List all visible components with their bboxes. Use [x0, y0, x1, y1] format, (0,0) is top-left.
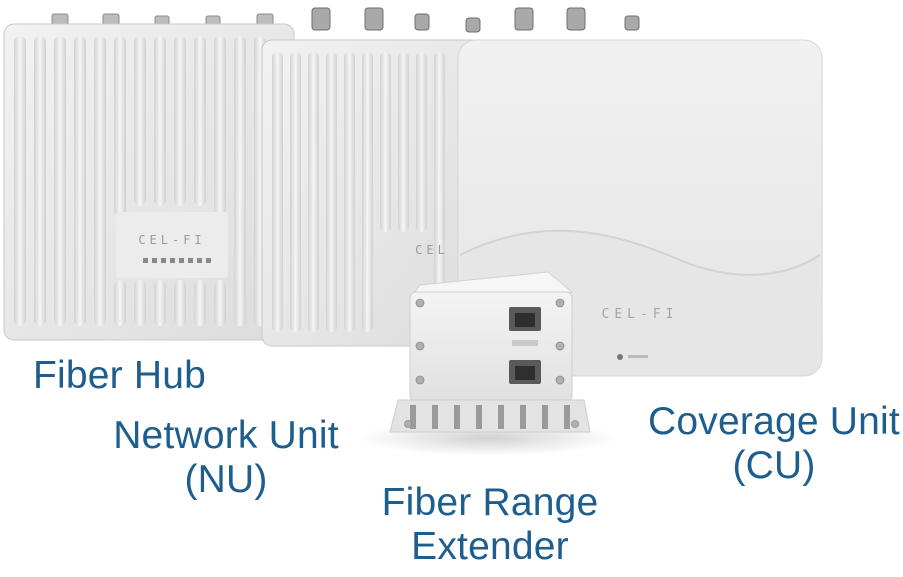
fiber-range-extender-label-line2: Extender: [411, 525, 569, 568]
coverage-unit-logo: CEL-FI: [602, 307, 679, 322]
network-unit-logo: CEL: [415, 243, 449, 257]
coverage-unit-label: Coverage Unit (CU): [646, 400, 902, 488]
fiber-range-extender-device: [358, 271, 618, 456]
fre-port-top: [509, 307, 541, 331]
coverage-unit-label-line1: Coverage Unit: [648, 400, 900, 443]
fiber-range-extender-label-line1: Fiber Range: [381, 481, 599, 524]
fiber-range-extender-label: Fiber Range Extender: [380, 481, 600, 569]
network-unit-label-line1: Network Unit: [113, 414, 339, 457]
network-unit-device: CEL: [261, 7, 640, 347]
coverage-unit-led: [617, 354, 623, 360]
fiber-hub-device: CEL-FI: [3, 13, 295, 341]
fiber-hub-label: Fiber Hub: [33, 354, 207, 397]
coverage-unit-label-line2: (CU): [732, 444, 816, 487]
fiber-hub-logo: CEL-FI: [138, 233, 205, 247]
fre-port-bottom: [509, 360, 541, 384]
network-unit-label-line2: (NU): [184, 458, 268, 501]
network-unit-label: Network Unit (NU): [108, 414, 344, 502]
